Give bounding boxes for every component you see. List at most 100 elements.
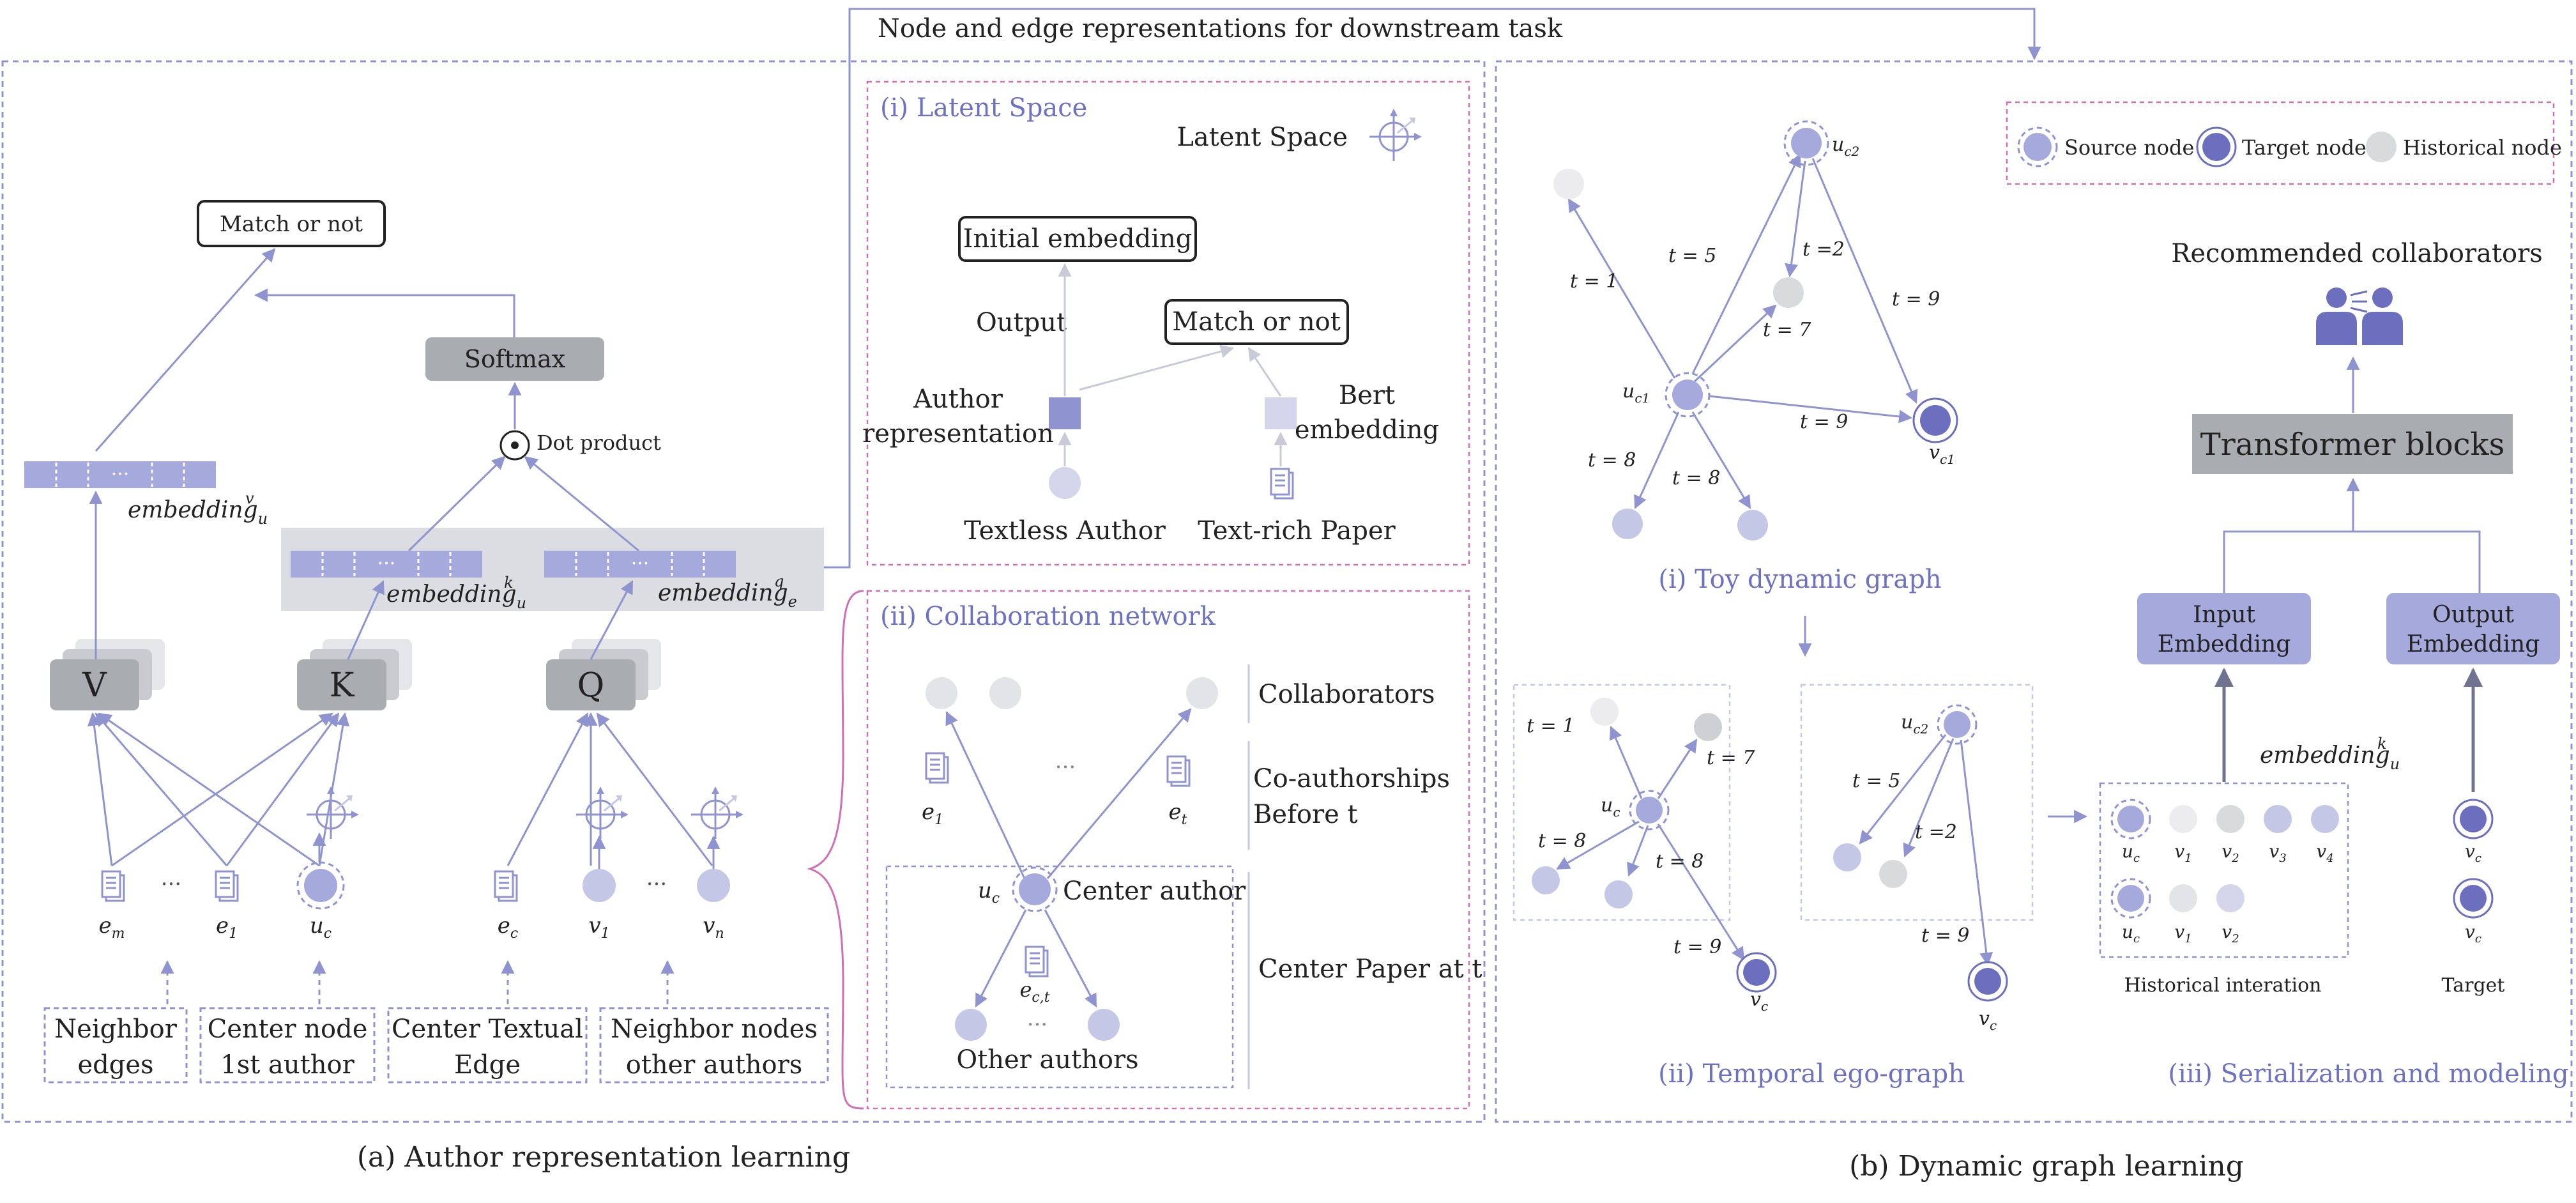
legend-source-node: [2023, 133, 2052, 161]
toy-edge-t5: t = 5: [1668, 245, 1716, 267]
seq1-label-4: v4: [2316, 841, 2333, 865]
match-or-not-box: [197, 200, 386, 247]
collaborator-node-3: [1186, 677, 1218, 709]
collab-ellipsis: ···: [1055, 755, 1076, 780]
target-label-1: vc: [2465, 921, 2481, 946]
bert-square: [1265, 397, 1297, 429]
serial-embedding-k-sup: k: [2377, 735, 2387, 753]
seq2-label-1: v1: [2174, 921, 2191, 946]
input-box-3-line1: Center Textual: [392, 1015, 583, 1044]
doc-icon-et-collab: [1166, 755, 1191, 787]
collab-frame: [866, 590, 1470, 1110]
author-rep-line2: representation: [862, 419, 1054, 448]
ego-right-t5: t = 5: [1852, 770, 1900, 792]
output-embedding-box: [2386, 593, 2560, 664]
textless-author-node: [1049, 467, 1081, 499]
node-v1: [583, 869, 616, 902]
legend-historical-node: [2366, 132, 2397, 162]
latent-icon-v1: [575, 785, 630, 840]
label-vn: vn: [703, 913, 724, 942]
toy-uc2-node: [1791, 128, 1822, 158]
latent-space-legend-label: Latent Space: [1177, 123, 1348, 152]
collaborators-label: Collaborators: [1258, 680, 1435, 709]
target-label: Target: [2442, 974, 2505, 997]
ego-right-leaf-2: [1879, 860, 1907, 888]
ego-right-uc2-label: uc2: [1901, 711, 1928, 737]
toy-hist-node-1: [1553, 169, 1584, 199]
serialization-title: (iii) Serialization and modeling: [2168, 1059, 2568, 1089]
other-authors-ellipsis: ···: [1027, 1012, 1048, 1038]
embedding-v-bar: [24, 461, 216, 488]
transformer-label: Transformer blocks: [2200, 427, 2504, 463]
seq2-label-0: uc: [2122, 921, 2140, 946]
ego-right-edges: [1859, 734, 1993, 967]
softmax-box: [425, 337, 604, 381]
arrow-bert-to-match: [1247, 347, 1282, 397]
legend-historical-label: Historical node: [2403, 135, 2562, 160]
ego-left-uc-label: uc: [1601, 794, 1620, 820]
target-vc1-node: [2460, 806, 2487, 832]
ls-match-or-not-box: [1164, 299, 1349, 345]
toy-vc1-label: vc1: [1929, 441, 1955, 467]
center-paper-frame: [885, 865, 1234, 1089]
output-embedding-line1: Output: [2432, 602, 2514, 628]
toy-uc2-ring: [1783, 120, 1829, 166]
historical-interaction-label: Historical interation: [2124, 974, 2321, 997]
author-rep-square: [1049, 397, 1081, 429]
toy-leaf-node-1: [1612, 509, 1643, 539]
coauthorships-line2: Before t: [1253, 800, 1358, 829]
collab-e1-label: e1: [922, 799, 943, 828]
embedding-v-sup: v: [245, 489, 254, 507]
input-box-neighbor-edges: [43, 1007, 188, 1084]
collab-ect-label: ec,t: [1019, 977, 1049, 1006]
seq1-label-2: v2: [2222, 841, 2239, 865]
transformer-box: [2192, 414, 2513, 474]
collab-et-label: et: [1169, 799, 1187, 828]
embedding-q-sup: q: [774, 572, 784, 590]
q-letter: Q: [577, 666, 605, 705]
collaborator-node-1: [926, 677, 957, 709]
embedding-k-ellipsis: ···: [377, 553, 396, 575]
seq1-v2-node: [2216, 805, 2244, 833]
ego-left-t8b: t = 8: [1656, 850, 1703, 873]
ego-left-t7: t = 7: [1707, 747, 1755, 769]
seq1-v1-node: [2169, 805, 2197, 833]
collab-brace: [806, 590, 864, 1110]
arrow-softmax-to-match: [254, 288, 515, 337]
label-uc: uc: [310, 913, 332, 942]
seq1-v4-node: [2311, 805, 2339, 833]
ego-right-t2: t =2: [1915, 821, 1957, 843]
embedding-k-bar: [291, 551, 482, 578]
toy-edge-t1: t = 1: [1570, 270, 1618, 293]
top-feedback-arrow: [824, 8, 2041, 569]
input-box-3-line2: Edge: [454, 1050, 521, 1080]
arrow-q-to-embq: [590, 580, 634, 660]
seq2-v2-node: [2216, 884, 2244, 912]
recommended-label: Recommended collaborators: [2171, 239, 2543, 268]
q-stack: [546, 639, 661, 710]
center-paper-label: Center Paper at t: [1258, 954, 1482, 984]
ego-left-leaf-2: [1604, 880, 1633, 908]
v-stack: [50, 639, 165, 710]
serial-embedding-k-label: embeddingu: [2260, 742, 2400, 773]
arrow-k-to-embk: [347, 580, 385, 660]
dot-product-label: Dot product: [537, 431, 661, 455]
toy-edge-t8b: t = 8: [1672, 467, 1720, 489]
merge-lines: [2223, 530, 2481, 593]
embedding-q-bar: [544, 551, 736, 578]
collaborator-node-2: [989, 677, 1021, 709]
ego-right-uc2-node: [1944, 711, 1970, 738]
legend-frame: [2006, 101, 2555, 185]
latent-space-frame: [866, 80, 1470, 566]
toy-graph-title: (i) Toy dynamic graph: [1658, 565, 1941, 594]
latent-icon-vn: [690, 785, 745, 840]
input-box-2-line1: Center node: [208, 1015, 368, 1044]
seq2-uc-ring: [2110, 878, 2151, 919]
label-em: em: [99, 913, 125, 942]
toy-edge-t9: t = 9: [1892, 288, 1940, 310]
historical-interaction-frame: [2099, 782, 2349, 958]
ls-match-or-not-label: Match or not: [1172, 307, 1341, 337]
latent-icon-uc: [305, 785, 360, 840]
doc-icon-e1: [215, 870, 239, 902]
